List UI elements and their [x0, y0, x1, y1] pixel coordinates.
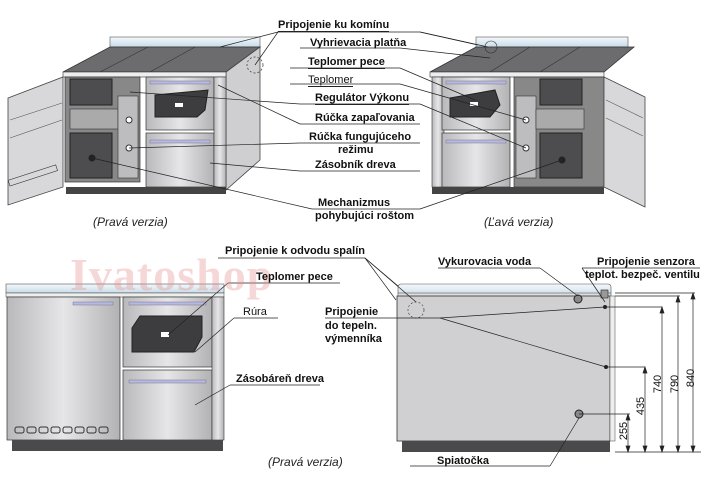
label-grate-mechanism-line2: pohybujúci roštom [315, 210, 414, 222]
top-leader-lines [91, 31, 563, 210]
stove-left-version-top [429, 36, 646, 208]
bottom-leader-lines [167, 257, 700, 467]
caption-left-version: (Ľavá verzia) [484, 215, 554, 229]
label-oven: Rúra [243, 306, 267, 318]
label-exchanger-connection: Pripojenie [325, 306, 379, 318]
label-exchanger-connection-line2: do tepeln. [325, 320, 377, 332]
caption-front-right-version: (Pravá verzia) [268, 455, 343, 469]
label-grate-mechanism: Mechanizmus [318, 197, 391, 209]
label-ignition-handle: Rúčka zapaľovania [315, 112, 415, 124]
label-sensor-connection: Pripojenie senzora [597, 256, 695, 268]
label-sensor-connection-line2: teplot. bezpeč. ventilu [585, 269, 700, 281]
dimension-lines [579, 291, 701, 454]
watermark: Ivatoshop [70, 249, 274, 300]
dimension-790: 790 [669, 374, 682, 394]
label-mode-handle: Rúčka fungujúceho [309, 131, 412, 143]
caption-right-version: (Pravá verzia) [93, 215, 168, 229]
stove-right-version-top [7, 36, 264, 206]
dimension-740: 740 [652, 374, 665, 394]
label-wood-storage-front: Zásobáreň dreva [236, 373, 325, 385]
dimension-255: 255 [618, 421, 631, 441]
label-oven-thermometer: Teplomer pece [308, 56, 385, 69]
label-chimney-connection: Pripojenie ku komínu [278, 19, 390, 32]
label-wood-storage: Zásobník dreva [315, 159, 396, 171]
stove-side-view [396, 283, 616, 452]
label-exchanger-connection-line3: výmenníka [325, 333, 382, 345]
label-mode-handle-line2: režimu [338, 144, 374, 156]
label-hot-plate: Vyhrievacia platňa [310, 37, 407, 49]
label-thermometer: Teplomer [308, 74, 354, 87]
label-heating-water: Vykurovacia voda [438, 256, 532, 268]
label-power-regulator: Regulátor Výkonu [315, 92, 410, 105]
dimension-840: 840 [685, 368, 698, 388]
dimension-435: 435 [635, 396, 648, 416]
label-flue-connection: Pripojenie k odvodu spalín [225, 245, 365, 257]
stove-front-view [5, 283, 225, 451]
label-oven-thermometer-front: Teplomer pece [256, 271, 333, 283]
label-return: Spiatočka [437, 455, 489, 467]
